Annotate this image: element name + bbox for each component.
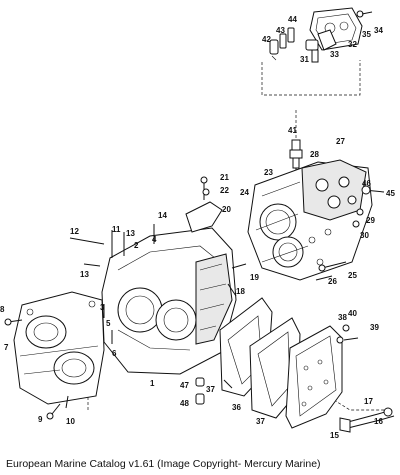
callout-30: 30 xyxy=(360,231,369,240)
callout-22: 22 xyxy=(220,186,229,195)
callout-labels: 1 2 3 4 5 6 7 8 9 10 11 12 13 13 14 15 1… xyxy=(0,15,395,440)
callout-5: 5 xyxy=(106,319,111,328)
drain-fittings xyxy=(195,377,233,405)
callout-29: 29 xyxy=(366,216,375,225)
callout-43: 43 xyxy=(276,26,285,35)
callout-34: 34 xyxy=(374,26,383,35)
callout-12: 12 xyxy=(70,227,79,236)
callout-11: 11 xyxy=(112,225,121,234)
callout-25: 25 xyxy=(348,271,357,280)
callout-20: 20 xyxy=(222,205,231,214)
callout-46: 46 xyxy=(362,179,371,188)
callout-39: 39 xyxy=(370,323,379,332)
callout-1: 1 xyxy=(150,379,155,388)
callout-38: 38 xyxy=(338,313,347,322)
callout-8: 8 xyxy=(0,305,5,314)
thermostat-cover-assembly xyxy=(269,7,373,63)
water-hose xyxy=(339,407,395,433)
callout-18: 18 xyxy=(236,287,245,296)
callout-42: 42 xyxy=(262,35,271,44)
callout-9: 9 xyxy=(38,415,43,424)
crankcase-cover xyxy=(4,291,105,420)
callout-47: 47 xyxy=(180,381,189,390)
callout-44: 44 xyxy=(288,15,297,24)
callout-36: 36 xyxy=(232,403,241,412)
callout-27: 27 xyxy=(336,137,345,146)
callout-14: 14 xyxy=(158,211,167,220)
callout-37b: 37 xyxy=(206,385,215,394)
callout-24: 24 xyxy=(240,188,249,197)
callout-37a: 37 xyxy=(256,417,265,426)
callout-10: 10 xyxy=(66,417,75,426)
exploded-parts-diagram: 1 2 3 4 5 6 7 8 9 10 11 12 13 13 14 15 1… xyxy=(0,7,395,440)
callout-13a: 13 xyxy=(126,229,135,238)
callout-40: 40 xyxy=(348,309,357,318)
callout-4: 4 xyxy=(152,235,157,244)
callout-33: 33 xyxy=(330,50,339,59)
callout-48: 48 xyxy=(180,399,189,408)
head-bolts xyxy=(315,185,385,281)
callout-13b: 13 xyxy=(80,270,89,279)
callout-6: 6 xyxy=(112,349,117,358)
callout-21: 21 xyxy=(220,173,229,182)
cylinder-head-assembly xyxy=(247,159,373,281)
callout-17: 17 xyxy=(364,397,373,406)
callout-2: 2 xyxy=(134,241,139,250)
callout-28: 28 xyxy=(310,150,319,159)
cylinder-block xyxy=(69,176,247,375)
callout-32: 32 xyxy=(348,40,357,49)
callout-19: 19 xyxy=(250,273,259,282)
callout-3: 3 xyxy=(100,303,105,312)
callout-15: 15 xyxy=(330,431,339,440)
callout-41: 41 xyxy=(288,126,297,135)
callout-31: 31 xyxy=(300,55,309,64)
callout-7: 7 xyxy=(4,343,9,352)
image-caption: European Marine Catalog v1.61 (Image Cop… xyxy=(6,458,321,470)
callout-16: 16 xyxy=(374,417,383,426)
callout-26: 26 xyxy=(328,277,337,286)
callout-23: 23 xyxy=(264,168,273,177)
callout-35: 35 xyxy=(362,30,371,39)
callout-45: 45 xyxy=(386,189,395,198)
exhaust-cover-plate xyxy=(285,324,359,429)
